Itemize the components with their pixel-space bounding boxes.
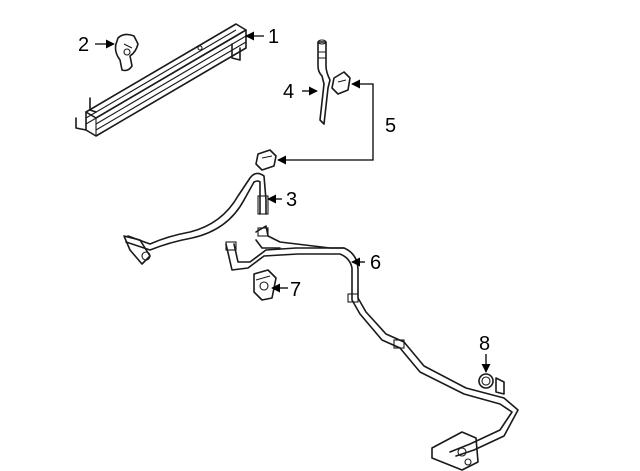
callout-3: 3 xyxy=(286,189,297,211)
callout-2: 2 xyxy=(78,34,89,56)
callout-4: 4 xyxy=(283,81,294,103)
bracket-part[interactable] xyxy=(253,269,277,301)
leader-lines xyxy=(95,31,491,373)
callout-1: 1 xyxy=(268,26,279,48)
o-ring-part[interactable] xyxy=(478,373,494,389)
callout-6: 6 xyxy=(370,252,381,274)
oil-cooler-part[interactable] xyxy=(75,23,247,137)
tube-part[interactable] xyxy=(317,39,331,125)
clip-upper-part[interactable] xyxy=(331,71,351,95)
hose-fitting-part[interactable] xyxy=(114,33,139,72)
callout-8: 8 xyxy=(479,333,490,355)
clip-lower-part[interactable] xyxy=(255,149,277,171)
cooler-line-part[interactable] xyxy=(123,172,269,265)
callout-7: 7 xyxy=(290,279,301,301)
callout-5: 5 xyxy=(385,115,396,137)
